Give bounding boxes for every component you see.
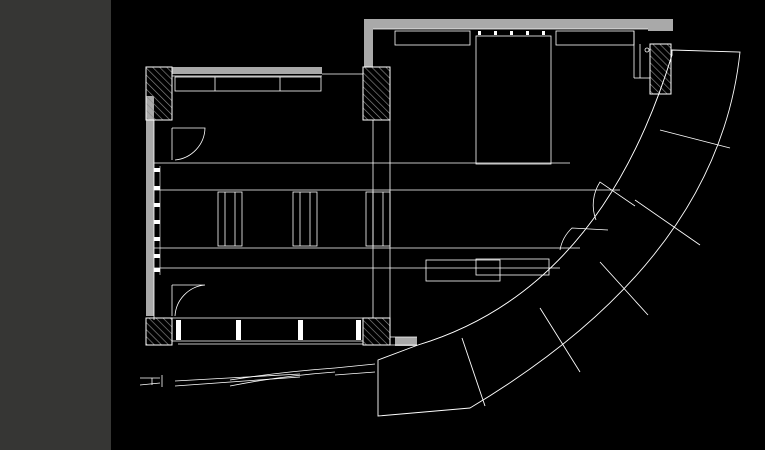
left-window-mullions bbox=[154, 168, 160, 272]
doors bbox=[171, 127, 636, 317]
column-bottom-center bbox=[362, 317, 391, 346]
interior-lines bbox=[139, 28, 650, 387]
curved-facade bbox=[377, 49, 741, 417]
corridor-furniture bbox=[217, 191, 391, 247]
side-panel bbox=[0, 0, 111, 450]
bench-2 bbox=[292, 191, 318, 247]
top-window-marks bbox=[478, 31, 545, 35]
bench-1 bbox=[217, 191, 243, 247]
floor-plan-canvas bbox=[111, 0, 765, 450]
column-top-left bbox=[145, 66, 173, 121]
column-top-right bbox=[649, 43, 672, 95]
floor-plan-drawing bbox=[139, 19, 741, 417]
door-curve-lower bbox=[559, 227, 609, 251]
column-bottom-left bbox=[145, 317, 173, 346]
door-left-upper bbox=[172, 127, 206, 161]
structural-columns bbox=[145, 43, 672, 346]
bottom-window-posts bbox=[176, 320, 361, 340]
bench-3 bbox=[365, 191, 391, 247]
exterior-walls bbox=[146, 19, 673, 346]
door-curve-upper bbox=[592, 181, 636, 221]
door-left-lower bbox=[172, 284, 206, 317]
column-top-center bbox=[362, 66, 391, 121]
